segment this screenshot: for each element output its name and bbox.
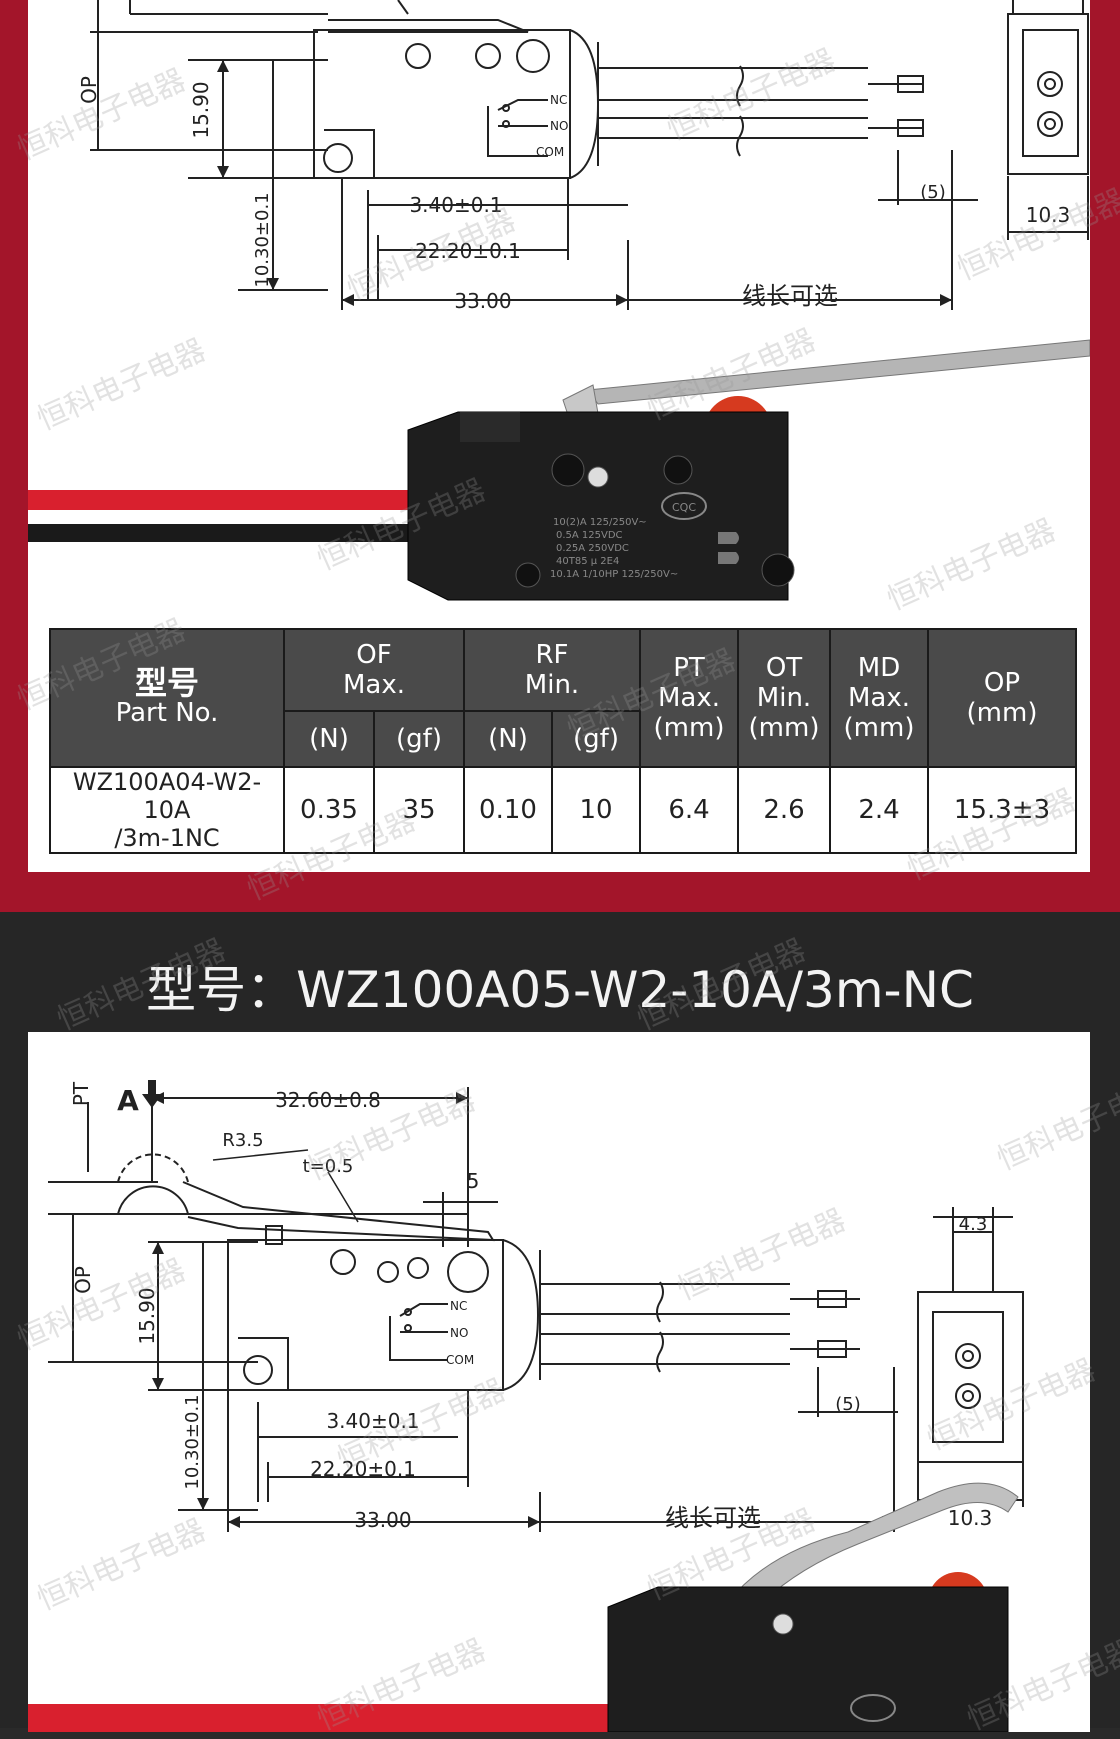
bottom-technical-drawing: PT A 32.60±0.8 R3.5 t=0.5 5 OP 15.90 10.… (28, 1080, 1024, 1732)
part-number-cell: WZ100A04-W2-10A /3m-1NC (49, 766, 285, 854)
pt-label: PT (69, 1081, 93, 1106)
terminal-com-label-2: COM (446, 1353, 474, 1367)
down-arrow-icon (142, 1080, 162, 1108)
part-no-header: 型号 Part No. (49, 628, 285, 768)
top-technical-drawing: OP 15.90 10.30±0.1 3.40±0.1 22.20±0.1 33… (28, 0, 1090, 601)
offset-dim-label: 10.30±0.1 (252, 192, 273, 287)
rf-header-line2: Min. (524, 670, 580, 700)
top-dim-label: 32.60±0.8 (275, 1088, 381, 1112)
switch-body (407, 411, 789, 601)
lever-pivot-icon-2 (772, 1613, 794, 1635)
product-photo: CQC 10(2)A 125/250V~ 0.5A 125VDC 0.25A 2… (28, 339, 1090, 601)
ot-header: OT Min. (mm) (737, 628, 831, 768)
marking-line-2: 0.5A 125VDC (556, 530, 623, 541)
op-header-line1: OP (983, 668, 1021, 698)
lever-arm (587, 339, 1090, 405)
small-dim-label: 5 (467, 1169, 480, 1193)
terminal-nc-label-2: NC (450, 1299, 467, 1313)
black-wire (28, 524, 448, 542)
span-dim-label: 22.20±0.1 (415, 239, 521, 263)
terminal-no-label: NO (550, 119, 568, 133)
ot-value: 2.6 (737, 766, 831, 854)
a-marker-label: A (117, 1084, 139, 1117)
ot-header-line3: (mm) (748, 713, 820, 743)
ur-mark-icon (718, 532, 739, 564)
of-header-line1: OF (356, 640, 392, 670)
hole-dim-label-2: 3.40±0.1 (326, 1409, 419, 1433)
md-header-line3: (mm) (843, 713, 915, 743)
of-header-line2: Max. (342, 670, 406, 700)
radius-label: R3.5 (222, 1130, 263, 1151)
op-header-line2: (mm) (966, 698, 1038, 728)
rf-header: RF Min. (463, 628, 641, 712)
of-n-unit: (N) (283, 710, 375, 768)
op-label: OP (77, 76, 101, 104)
table-row: WZ100A04-W2-10A /3m-1NC 0.35 35 0.10 10 … (49, 766, 1077, 854)
md-header: MD Max. (mm) (829, 628, 929, 768)
op-value: 15.3±3 (927, 766, 1077, 854)
part-no-header-zh: 型号 (134, 664, 199, 702)
thickness-label: t=0.5 (303, 1156, 354, 1177)
length-dim-label: 33.00 (454, 289, 511, 313)
md-value: 2.4 (829, 766, 929, 854)
marking-line-1: 10(2)A 125/250V~ (553, 517, 647, 528)
cqc-logo-icon-2 (850, 1694, 896, 1722)
of-n-value: 0.35 (283, 766, 375, 854)
pt-value: 6.4 (639, 766, 739, 854)
span-dim-label-2: 22.20±0.1 (310, 1457, 416, 1481)
red-wire-2 (28, 1704, 608, 1732)
rf-gf-unit: (gf) (551, 710, 641, 768)
red-wire (28, 490, 448, 510)
part-number-line2: /3m-1NC (114, 824, 220, 852)
marking-line-3: 0.25A 250VDC (556, 543, 629, 554)
part-no-header-en: Part No. (115, 698, 219, 728)
op-label-2: OP (71, 1266, 95, 1294)
hole-dim-label: 3.40±0.1 (409, 193, 502, 217)
of-gf-value: 35 (373, 766, 465, 854)
of-header: OF Max. (283, 628, 465, 712)
side-width-label: 10.3 (1026, 203, 1071, 227)
cqc-logo-text: CQC (672, 501, 696, 514)
pt-header: PT Max. (mm) (639, 628, 739, 768)
bottom-panel: PT A 32.60±0.8 R3.5 t=0.5 5 OP 15.90 10.… (28, 1032, 1090, 1732)
md-header-line1: MD (857, 653, 901, 683)
pt-header-line2: Max. (657, 683, 721, 713)
ot-header-line2: Min. (756, 683, 812, 713)
op-header: OP (mm) (927, 628, 1077, 768)
marking-line-5: 10.1A 1/10HP 125/250V~ (550, 569, 678, 580)
length-dim-label-2: 33.00 (354, 1508, 411, 1532)
product-photo-2 (28, 1482, 1019, 1732)
wire-strip-label-2: (5) (835, 1394, 861, 1415)
pt-header-line3: (mm) (653, 713, 725, 743)
rf-n-value: 0.10 (463, 766, 553, 854)
wire-length-label-2: 线长可选 (665, 1504, 761, 1532)
lever-pivot-icon (587, 466, 609, 488)
height-dim-label-2: 15.90 (135, 1287, 159, 1344)
height-dim-label: 15.90 (189, 81, 213, 138)
rf-gf-value: 10 (551, 766, 641, 854)
md-header-line2: Max. (847, 683, 911, 713)
side-width-label-2: 10.3 (948, 1506, 993, 1530)
pt-header-line1: PT (673, 653, 705, 683)
terminal-no-label-2: NO (450, 1326, 468, 1340)
spec-table: 型号 Part No. OF Max. RF Min. PT Max. (mm)… (49, 628, 1077, 854)
wire-length-label: 线长可选 (742, 282, 838, 310)
switch-body-2 (607, 1586, 1009, 1732)
wire-strip-label: (5) (920, 182, 946, 203)
cqc-logo-icon (661, 492, 707, 520)
section-title: 型号：WZ100A05-W2-10A/3m-NC (146, 961, 974, 1019)
terminal-com-label: COM (536, 145, 564, 159)
terminal-nc-label: NC (550, 93, 567, 107)
ot-header-line1: OT (765, 653, 803, 683)
side-top-label: 4.3 (959, 1214, 988, 1235)
of-gf-unit: (gf) (373, 710, 465, 768)
marking-line-4: 40T85 μ 2E4 (556, 556, 619, 567)
rf-n-unit: (N) (463, 710, 553, 768)
offset-dim-label-2: 10.30±0.1 (182, 1394, 203, 1489)
rf-header-line1: RF (535, 640, 569, 670)
part-number-line1: WZ100A04-W2-10A (72, 768, 262, 824)
